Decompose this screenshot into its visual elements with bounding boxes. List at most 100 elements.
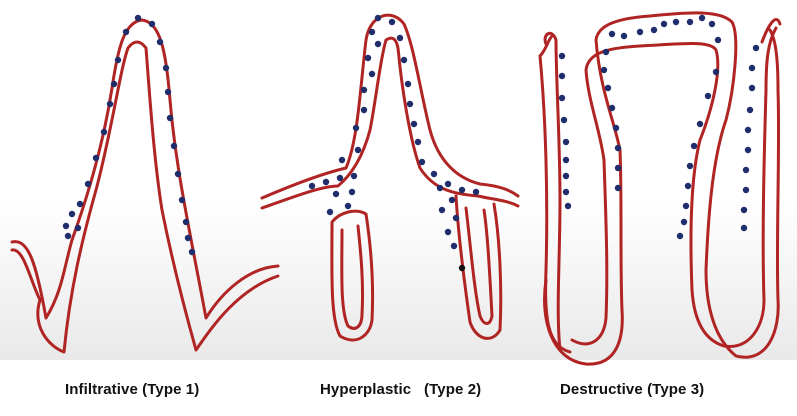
caption-destructive: Destructive (Type 3) [560, 381, 704, 398]
nucleus-dot [677, 233, 683, 239]
nucleus-dot [369, 71, 375, 77]
nucleus-dot [681, 219, 687, 225]
infiltrative-outer-wall [12, 20, 278, 318]
nucleus-dot [333, 191, 339, 197]
nucleus-dot [189, 249, 195, 255]
caption-infiltrative: Infiltrative (Type 1) [65, 381, 199, 398]
nucleus-dot [559, 73, 565, 79]
nucleus-dot [661, 21, 667, 27]
nucleus-dot [559, 53, 565, 59]
nucleus-dot [327, 209, 333, 215]
nucleus-dot [163, 65, 169, 71]
nucleus-dot [349, 189, 355, 195]
nucleus-dot [563, 173, 569, 179]
nucleus-dot [691, 143, 697, 149]
nucleus-dot [615, 185, 621, 191]
nucleus-dot [563, 157, 569, 163]
nucleus-dot [93, 155, 99, 161]
nucleus-dot [369, 29, 375, 35]
nucleus-dot [415, 139, 421, 145]
nucleus-dot [699, 15, 705, 21]
nucleus-dot [563, 139, 569, 145]
nucleus-dot [743, 167, 749, 173]
nucleus-dot [459, 265, 465, 271]
nucleus-dot [351, 173, 357, 179]
caption-hyperplastic: Hyperplastic (Type 2) [320, 381, 481, 398]
nucleus-dot [411, 121, 417, 127]
nucleus-dot [157, 39, 163, 45]
nucleus-dot [171, 143, 177, 149]
nucleus-dot [745, 127, 751, 133]
nucleus-dot [431, 171, 437, 177]
nucleus-dot [85, 181, 91, 187]
nucleus-dot [747, 107, 753, 113]
nucleus-dot [375, 41, 381, 47]
nucleus-dot [185, 235, 191, 241]
nucleus-dot [339, 157, 345, 163]
nucleus-dot [459, 187, 465, 193]
nucleus-dot [637, 29, 643, 35]
infiltrative-nuclei [63, 15, 195, 255]
nucleus-dot [69, 211, 75, 217]
nucleus-dot [561, 117, 567, 123]
panel-infiltrative [12, 15, 278, 352]
nucleus-dot [713, 69, 719, 75]
nucleus-dot [741, 207, 747, 213]
nucleus-dot [715, 37, 721, 43]
nucleus-dot [445, 181, 451, 187]
nucleus-dot [453, 215, 459, 221]
nucleus-dot [123, 29, 129, 35]
nucleus-dot [565, 203, 571, 209]
panel-hyperplastic [262, 15, 518, 340]
nucleus-dot [683, 203, 689, 209]
hyperplastic-nuclei [309, 15, 479, 271]
nucleus-dot [451, 243, 457, 249]
nucleus-dot [375, 15, 381, 21]
nucleus-dot [175, 171, 181, 177]
nucleus-dot [365, 55, 371, 61]
nucleus-dot [615, 165, 621, 171]
nucleus-dot [165, 89, 171, 95]
nucleus-dot [445, 229, 451, 235]
panel-destructive [540, 13, 780, 364]
nucleus-dot [323, 179, 329, 185]
nucleus-dot [651, 27, 657, 33]
hyperplastic-crypt-left-inner [342, 226, 363, 328]
nucleus-dot [179, 197, 185, 203]
nucleus-dot [609, 105, 615, 111]
nucleus-dot [75, 225, 81, 231]
nucleus-dot [353, 125, 359, 131]
nucleus-dot [337, 175, 343, 181]
nucleus-dot [63, 223, 69, 229]
hyperplastic-outer-wall [262, 15, 518, 198]
nucleus-dot [609, 31, 615, 37]
nucleus-dot [439, 207, 445, 213]
nucleus-dot [709, 21, 715, 27]
nucleus-dot [615, 145, 621, 151]
nucleus-dot [101, 129, 107, 135]
nucleus-dot [135, 15, 141, 21]
nucleus-dot [111, 81, 117, 87]
nucleus-dot [749, 65, 755, 71]
nucleus-dot [389, 19, 395, 25]
nucleus-dot [401, 57, 407, 63]
nucleus-dot [149, 21, 155, 27]
nucleus-dot [563, 189, 569, 195]
nucleus-dot [449, 197, 455, 203]
nucleus-dot [65, 233, 71, 239]
nucleus-dot [613, 125, 619, 131]
nucleus-dot [397, 35, 403, 41]
nucleus-dot [361, 107, 367, 113]
nucleus-dot [167, 115, 173, 121]
nucleus-dot [309, 183, 315, 189]
nucleus-dot [685, 183, 691, 189]
nucleus-dot [603, 49, 609, 55]
nucleus-dot [107, 101, 113, 107]
nucleus-dot [687, 19, 693, 25]
nucleus-dot [361, 87, 367, 93]
nucleus-dot [419, 159, 425, 165]
nucleus-dot [437, 185, 443, 191]
nucleus-dot [743, 187, 749, 193]
nucleus-dot [77, 201, 83, 207]
